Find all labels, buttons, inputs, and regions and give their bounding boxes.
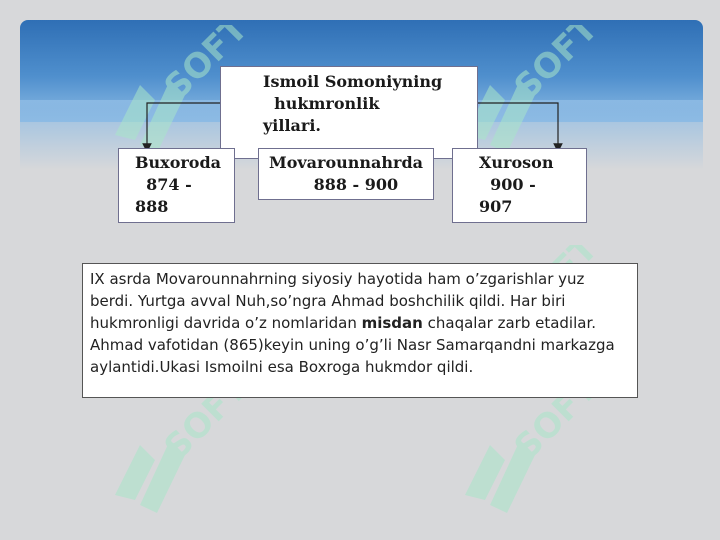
node-right: Xuroson 900 - 907 xyxy=(452,148,587,223)
description-bold: misdan xyxy=(361,314,423,332)
watermark-text: SOFT xyxy=(507,25,605,108)
description-text-end: chaqalar zarb etadilar. Ahmad vafotidan … xyxy=(90,314,615,376)
node-top: Ismoil Somoniyning hukmronlik yillari. xyxy=(220,66,478,159)
node-left: Buxoroda 874 - 888 xyxy=(118,148,235,223)
node-middle: Movarounnahrda 888 - 900 xyxy=(258,148,434,200)
description-text: IX asrda Movarounnahrning siyosiy hayoti… xyxy=(90,270,585,332)
description-box: IX asrda Movarounnahrning siyosiy hayoti… xyxy=(82,263,638,398)
watermark-logo: SOFT xyxy=(445,368,606,535)
watermark-logo: SOFT xyxy=(95,368,256,535)
